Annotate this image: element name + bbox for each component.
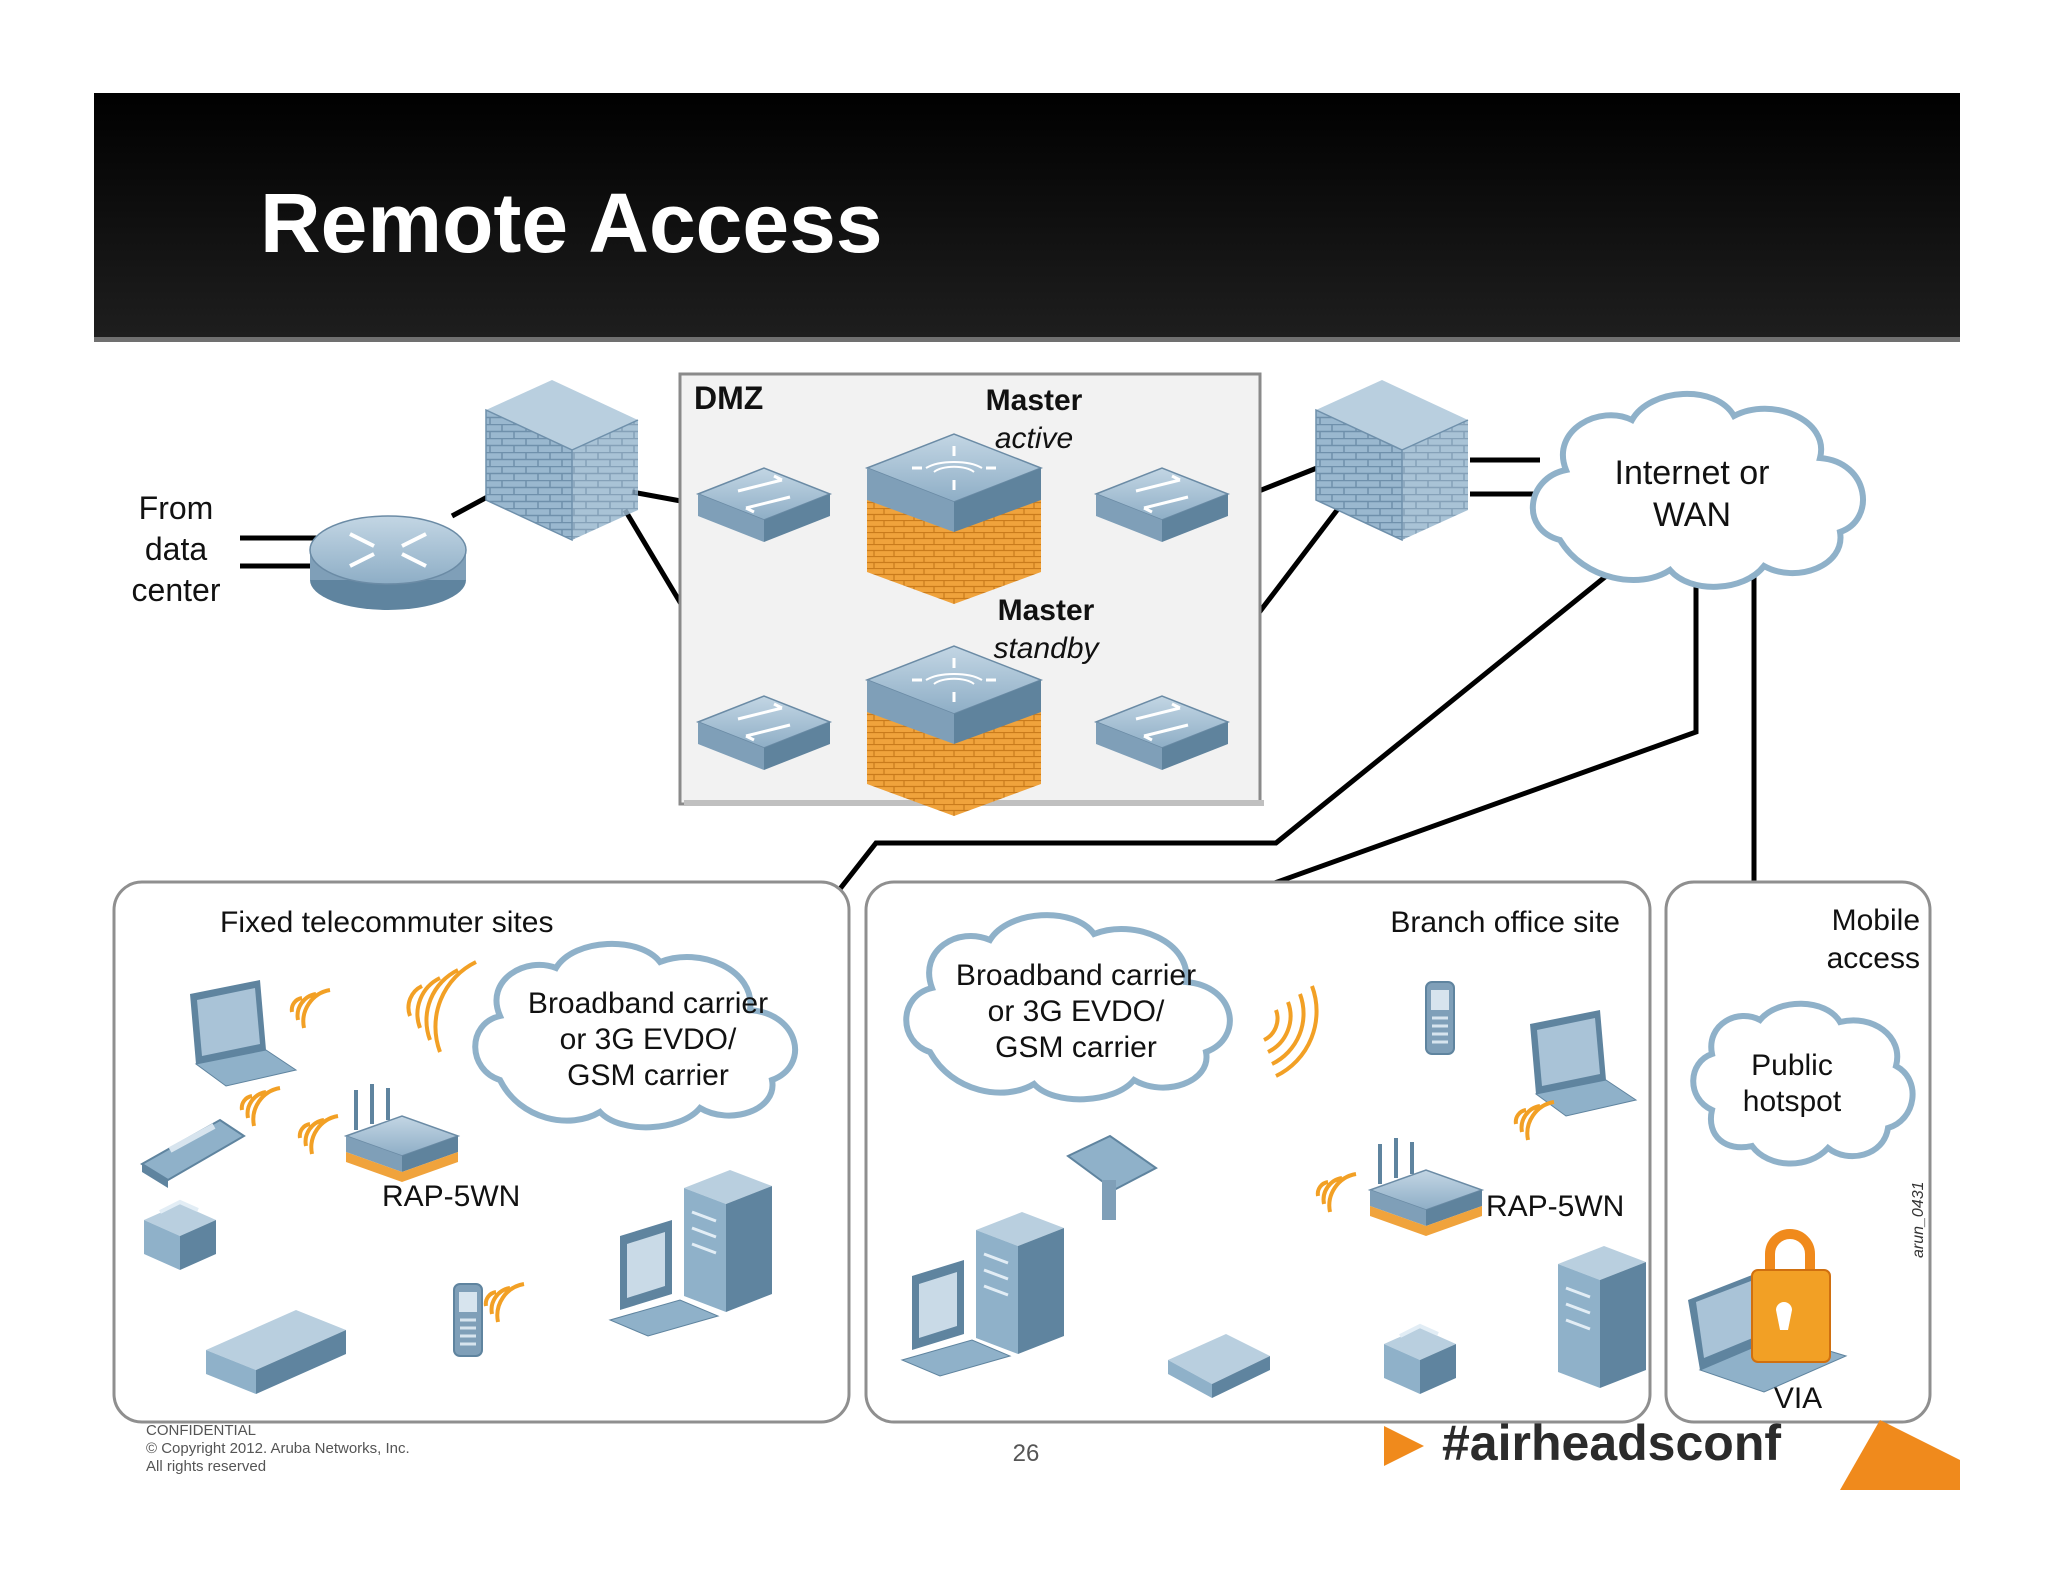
branch-phone-icon <box>1168 1334 1270 1398</box>
master-standby-label: Master standby <box>993 592 1098 668</box>
telecom-pda-icon <box>140 1118 246 1188</box>
wifi-icon-telecom-ap <box>406 960 477 1053</box>
footer-confidential: CONFIDENTIAL <box>146 1422 257 1439</box>
internet-branch-link <box>1159 568 1699 927</box>
master-active-title: Master <box>985 384 1083 417</box>
from-data-center-line-3: center <box>131 572 221 608</box>
telecom-cloud-line-2: or 3G EVDO/ <box>559 1023 737 1056</box>
telecom-ap-label: RAP-5WN <box>382 1180 521 1213</box>
branch-server-icon <box>1556 1244 1648 1390</box>
wifi-signal-icons <box>239 960 1555 1323</box>
master-standby-controller-icon <box>865 644 1043 818</box>
mobile-title: Mobile access <box>1827 902 1920 978</box>
wifi-icon-ap-side <box>297 1114 339 1155</box>
master-standby-title: Master <box>997 594 1095 627</box>
branch-server-pc-icon <box>974 1210 1066 1356</box>
router-icon <box>309 515 467 610</box>
master-active-label: Master active <box>986 382 1083 458</box>
lock-icon <box>1751 1229 1831 1363</box>
brand-arrow-icon <box>1384 1426 1424 1466</box>
telecom-nas-icon <box>206 1310 346 1394</box>
wifi-icon-pda <box>239 1086 281 1127</box>
master-standby-state: standby <box>993 632 1099 665</box>
telecom-cloud-line-1: Broadband carrier <box>527 987 769 1020</box>
branch-cloud-icon <box>903 912 1233 1103</box>
telecommuter-title: Fixed telecommuter sites <box>220 906 554 939</box>
branch-cloud-line-2: or 3G EVDO/ <box>987 995 1165 1028</box>
wifi-icon-branch-laptop <box>1513 1100 1555 1141</box>
internet-wan-label: Internet or WAN <box>1615 452 1770 536</box>
footer-copyright: © Copyright 2012. Aruba Networks, Inc. <box>146 1440 410 1457</box>
data-center-link <box>240 535 318 569</box>
header-rule <box>94 337 1960 342</box>
slide-title: Remote Access <box>260 176 883 270</box>
branch-title: Branch office site <box>1390 906 1620 939</box>
wifi-icon-branch-cloud <box>1263 985 1319 1078</box>
wifi-icon-phone <box>483 1282 525 1323</box>
internet-line-2: WAN <box>1652 496 1732 534</box>
wifi-icon-laptop <box>289 988 331 1029</box>
internet-cloud-icon <box>1530 391 1866 590</box>
master-active-state: active <box>994 422 1074 455</box>
from-data-center-line-2: data <box>144 531 208 567</box>
wifi-icon-branch-ap <box>1315 1172 1357 1213</box>
telecom-cloud-line-3: GSM carrier <box>567 1059 729 1092</box>
hotspot-line-1: Public <box>1751 1049 1833 1082</box>
telecom-phone-icon <box>452 1282 484 1358</box>
firewall-internet-link <box>1470 457 1540 497</box>
branch-scanner-icon <box>1066 1134 1158 1220</box>
figure-id: arun_0431 <box>1910 1181 1927 1258</box>
hotspot-cloud-icon <box>1690 1000 1916 1167</box>
branch-cellphone-icon <box>1424 980 1456 1056</box>
master-active-controller-icon <box>865 432 1043 606</box>
hotspot-label: Public hotspot <box>1743 1048 1841 1120</box>
from-data-center-label: From data center <box>132 488 221 611</box>
branch-cloud-label: Broadband carrier or 3G EVDO/ GSM carrie… <box>956 958 1196 1066</box>
branch-cloud-line-3: GSM carrier <box>995 1031 1157 1064</box>
branch-ap-label: RAP-5WN <box>1486 1190 1625 1223</box>
firewall-right-icon <box>1315 379 1469 541</box>
internet-line-1: Internet or <box>1614 454 1770 492</box>
footer-rights: All rights reserved <box>146 1458 267 1475</box>
mobile-title-line-2: access <box>1826 942 1920 975</box>
telecom-cloud-icon <box>472 941 799 1131</box>
hotspot-line-2: hotspot <box>1742 1085 1842 1118</box>
mobile-title-line-1: Mobile <box>1831 904 1920 937</box>
brand-hashtag: #airheadsconf <box>1442 1415 1782 1471</box>
slide-header: Remote Access <box>94 93 1960 342</box>
dmz-label: DMZ <box>694 380 764 416</box>
brand-corner-shape <box>1840 1420 1960 1490</box>
from-data-center-line-1: From <box>138 490 214 526</box>
telecom-cloud-label: Broadband carrier or 3G EVDO/ GSM carrie… <box>528 986 768 1094</box>
via-label: VIA <box>1773 1382 1823 1415</box>
branch-cloud-line-1: Broadband carrier <box>955 959 1197 992</box>
page-number: 26 <box>1012 1440 1040 1467</box>
firewall-left-icon <box>485 379 639 541</box>
telecom-server-icon <box>682 1168 774 1314</box>
